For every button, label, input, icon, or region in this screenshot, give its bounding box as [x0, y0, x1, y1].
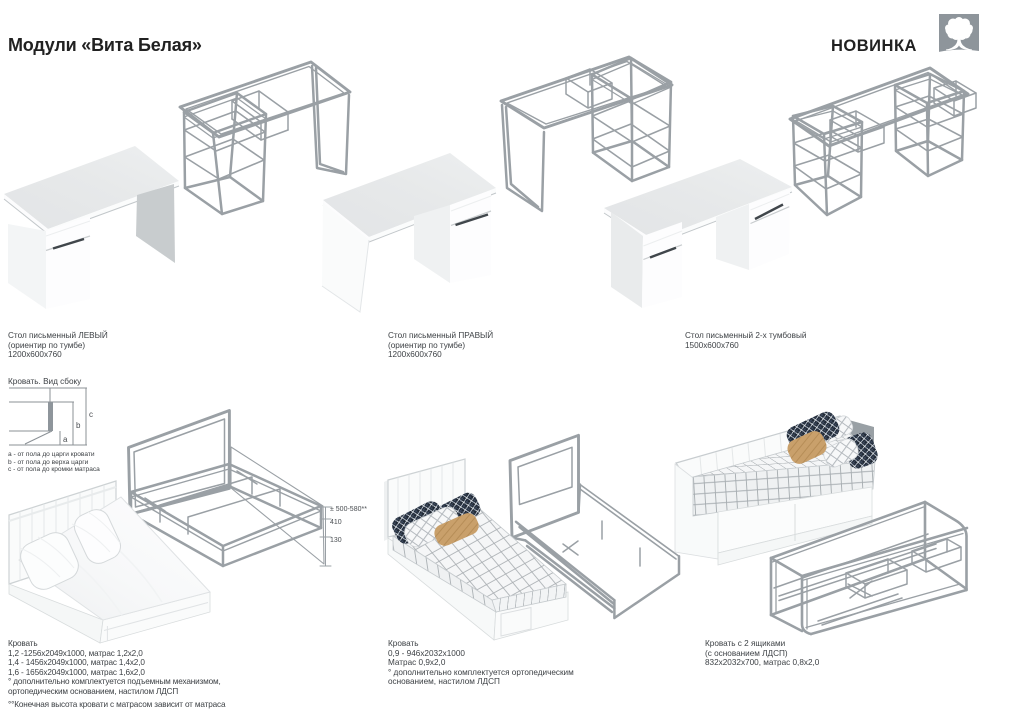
svg-text:± 500-580**: ± 500-580**: [330, 506, 367, 513]
svg-text:a: a: [63, 435, 68, 444]
svg-text:130: 130: [330, 537, 342, 544]
svg-text:b: b: [76, 421, 81, 430]
svg-text:c: c: [89, 410, 93, 419]
svg-text:410: 410: [330, 519, 342, 526]
